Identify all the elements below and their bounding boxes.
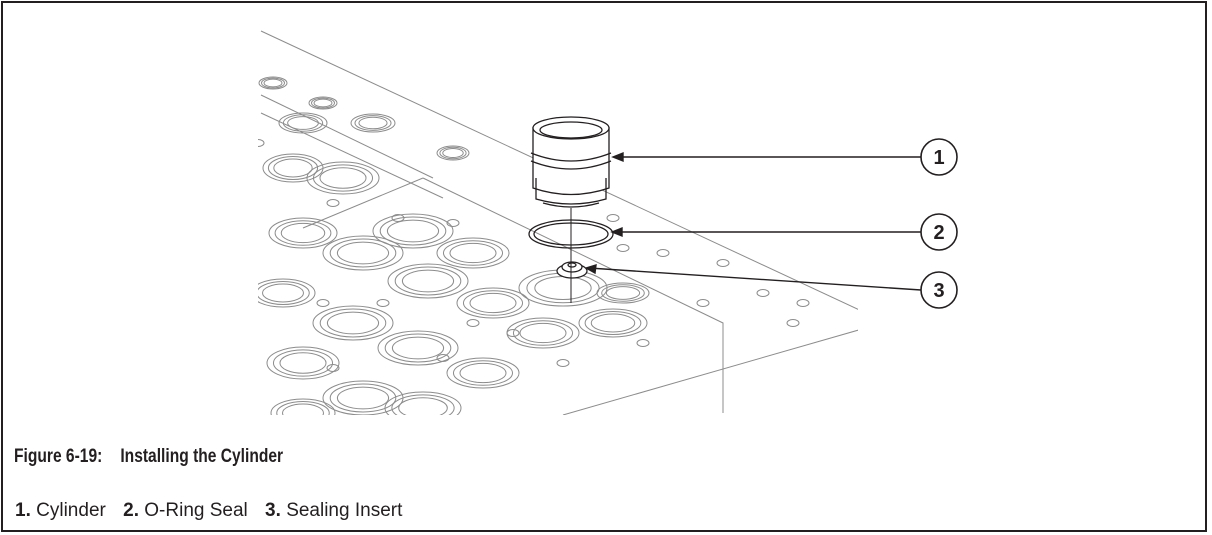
leader-lines: [584, 151, 922, 291]
legend-item-2: 2. O-Ring Seal: [123, 500, 248, 521]
figure-title: Installing the Cylinder: [120, 446, 284, 467]
cylinder-part: [530, 116, 612, 208]
legend-label: Sealing Insert: [286, 500, 403, 521]
legend-item-1: 1. Cylinder: [15, 500, 106, 521]
figure-number: Figure 6-19:: [14, 446, 103, 467]
callout-3-number: 3: [933, 280, 944, 302]
callout-3: 3: [920, 271, 958, 309]
callout-2: 2: [920, 213, 958, 251]
legend-number: 3.: [265, 500, 281, 521]
parts-legend: 1. Cylinder 2. O-Ring Seal 3. Sealing In…: [15, 500, 414, 522]
legend-number: 1.: [15, 500, 31, 521]
plate-pocket: [302, 177, 724, 413]
exploded-assembly-illustration: 1 2 3: [258, 30, 958, 415]
callout-1: 1: [920, 138, 958, 176]
callout-1-number: 1: [933, 147, 944, 169]
legend-item-3: 3. Sealing Insert: [265, 500, 402, 521]
manifold-plate: [258, 30, 858, 415]
legend-label: O-Ring Seal: [144, 500, 248, 521]
legend-number: 2.: [123, 500, 139, 521]
figure-caption: Figure 6-19: Installing the Cylinder: [14, 446, 283, 468]
callout-2-number: 2: [933, 222, 944, 244]
plate-edge-top: [260, 30, 858, 310]
legend-label: Cylinder: [36, 500, 106, 521]
sealing-insert-part: [556, 261, 588, 279]
